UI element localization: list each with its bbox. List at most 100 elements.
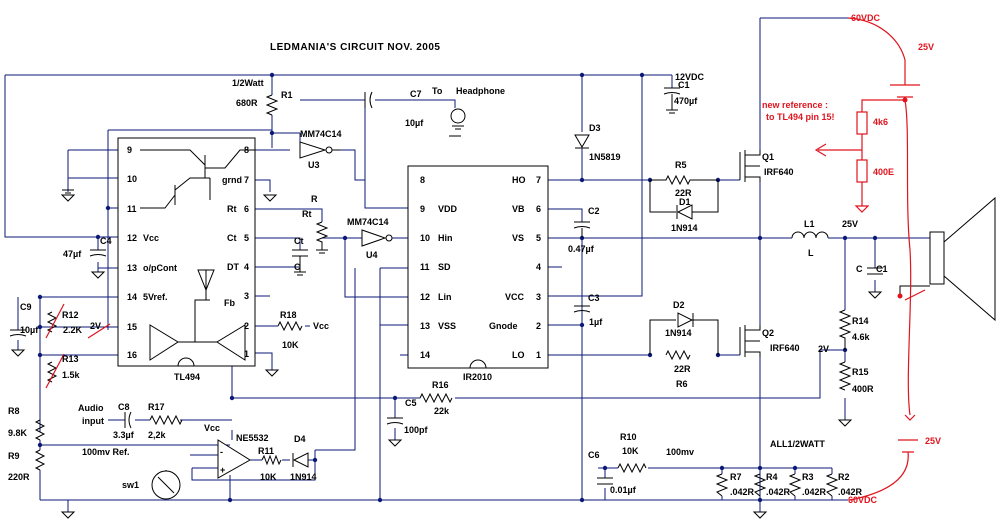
capacitor-c7: C7 10µf To Headphone (364, 86, 505, 130)
shunt-r3-ref: R3 (802, 472, 814, 482)
ir2010-pin9: 9 (420, 204, 425, 214)
shunt-resistors: R7 .042R R4 .042R R3 .042R R2 .042R (715, 472, 863, 497)
resistor-r11: R11 10K (258, 446, 282, 482)
inverter-u3: MM74C14 U3 (299, 129, 342, 170)
q1-value: IRF640 (764, 167, 794, 177)
r6-value: 22R (674, 364, 691, 374)
ir2010-label-sd: SD (438, 262, 451, 272)
ir2010-pin10: 10 (420, 233, 430, 243)
ir2010-pin7: 7 (536, 175, 541, 185)
capacitor-c3: C3 1µf (573, 293, 603, 327)
l1-ref: L1 (804, 219, 815, 229)
tl494-pin3: 3 (244, 291, 249, 301)
r10-note: 100mv (666, 447, 694, 457)
audio-input: Audio input C8 3.3µf R17 2,2k 100mv Ref. (78, 402, 183, 457)
tl494-pin9: 9 (127, 145, 132, 155)
v2-right-label: 2V (818, 344, 829, 354)
cout-value: C1 (876, 264, 888, 274)
r5-value: 22R (675, 188, 692, 198)
ne5532-name: NE5532 (236, 433, 269, 443)
opamp-ne5532: Vcc NE5532 - + (204, 423, 269, 479)
tl494-pin6: 6 (244, 204, 249, 214)
d2-ref: D2 (673, 300, 685, 310)
tl494-pin10: 10 (127, 174, 137, 184)
u4-part: MM74C14 (347, 217, 389, 227)
inverter-u4: MM74C14 U4 (347, 217, 393, 260)
shunt-r7-value: .042R (730, 487, 755, 497)
tl494-pin14: 14 (127, 292, 137, 302)
l1-value: L (808, 248, 814, 258)
annotation-line1: new reference : (762, 100, 828, 110)
u3-part: MM74C14 (300, 129, 342, 139)
circuit-title: LEDMANIA'S CIRCUIT NOV. 2005 (270, 42, 440, 53)
shunt-r2-ref: R2 (838, 472, 850, 482)
d1-ref: D1 (679, 197, 691, 207)
resistor-r16: R16 22k (419, 380, 453, 416)
d3-value: 1N5819 (589, 152, 621, 162)
capacitor-c-out: C C1 (856, 264, 888, 275)
c3-ref: C3 (588, 293, 600, 303)
speaker (899, 196, 996, 322)
ir2010-pin14: 14 (420, 350, 430, 360)
headphone-label: Headphone (456, 86, 505, 96)
ir2010-pin12: 12 (420, 292, 430, 302)
r6-ref: R6 (676, 379, 688, 389)
c1-470-ref: C1 (678, 80, 690, 90)
svg-text:+: + (220, 465, 225, 475)
ir2010-label-vs: VS (512, 233, 524, 243)
c7-ref: C7 (410, 89, 422, 99)
d1-value: 1N914 (671, 223, 698, 233)
c9-value: 10µf (20, 325, 39, 335)
shunt-r7-ref: R7 (730, 472, 742, 482)
ir2010-label-gnode: Gnode (489, 321, 518, 331)
ir2010-ic: 8 9 10 11 12 13 14 VDD Hin SD Lin VSS 7 … (407, 165, 549, 382)
shunt-r4-value: .042R (766, 487, 791, 497)
r11-ref: R11 (258, 446, 274, 456)
audio-label-2: input (82, 416, 104, 426)
ir2010-label-ho: HO (512, 175, 526, 185)
ir2010-label-vcc: VCC (505, 292, 525, 302)
tl494-label-fb: Fb (224, 298, 235, 308)
r12-value: 2.2K (63, 325, 83, 335)
c2-ref: C2 (588, 206, 600, 216)
capacitor-c6: C6 0.01µf (588, 450, 637, 495)
tl494-pin2: 2 (244, 321, 249, 331)
c4-value: 47µf (63, 249, 82, 259)
svg-text:-: - (220, 447, 223, 457)
diode-d2: D2 1N914 (649, 300, 719, 355)
resistor-r12: R12 2.2K 2V (45, 303, 111, 339)
d3-ref: D3 (589, 123, 601, 133)
r1-value: 680R (236, 98, 258, 108)
ir2010-label-hin: Hin (438, 233, 453, 243)
tl494-label-vref: 5Vref. (143, 292, 168, 302)
resistor-r14: R14 4.6k 2V (818, 309, 871, 354)
r10-value: 10K (622, 446, 639, 456)
ground-symbols (10, 135, 883, 519)
capacitor-c2: C2 0.47µf (568, 206, 600, 254)
r8-ref: R8 (8, 406, 20, 416)
node-25v-label: 25V (842, 219, 858, 229)
c4-ref: C4 (100, 236, 112, 246)
ct-value: C (294, 262, 301, 272)
capacitor-c9: C9 10µf (9, 302, 39, 337)
annotation-r-top: 4k6 (873, 117, 888, 127)
resistor-rt: R Rt (302, 194, 329, 254)
r12-ref: R12 (62, 310, 79, 320)
r9-value: 220R (8, 472, 30, 482)
d4-value: 1N914 (290, 472, 317, 482)
tl494-pin11: 11 (127, 204, 137, 214)
ct-ref: Ct (294, 236, 304, 246)
ir2010-pin11: 11 (420, 262, 430, 272)
r15-value: 400R (852, 384, 874, 394)
d4-ref: D4 (294, 434, 306, 444)
q1-ref: Q1 (762, 152, 774, 162)
rail-plus12: 12VDC (675, 72, 705, 82)
resistor-r18: R18 10K Vcc (277, 310, 329, 350)
ir2010-label-vdd: VDD (438, 204, 458, 214)
r8-value: 9.8K (8, 428, 28, 438)
r15-ref: R15 (852, 367, 869, 377)
tl494-label-ct: Ct (227, 233, 237, 243)
u4-ref: U4 (366, 250, 378, 260)
r18-value: 10K (282, 340, 299, 350)
resistor-r10: R10 10K 100mv (617, 432, 694, 474)
